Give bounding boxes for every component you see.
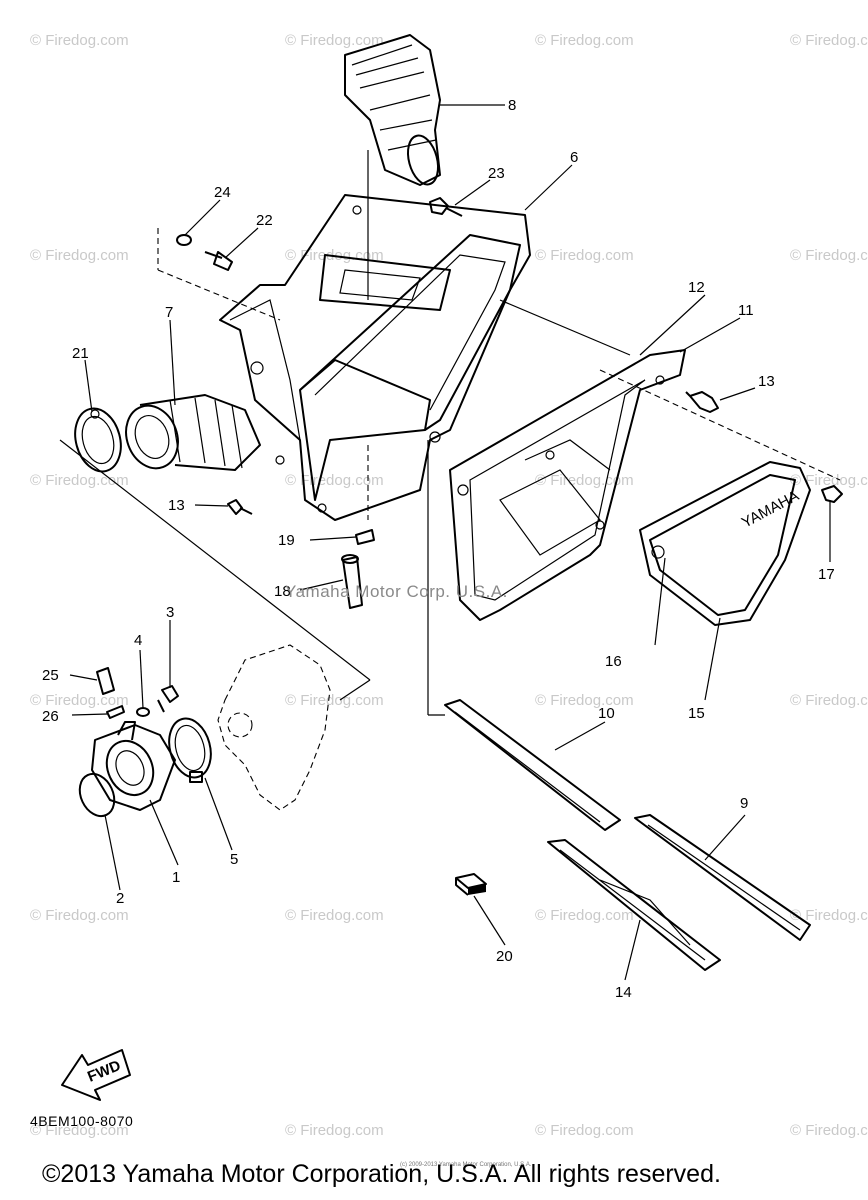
callout-12: 12: [688, 279, 705, 296]
watermark-text: © Firedog.com: [535, 692, 634, 709]
callout-4: 4: [134, 632, 142, 649]
part-9-filter-element: [634, 814, 811, 941]
part-7-intake-joint: [125, 394, 261, 471]
center-watermark: Yamaha Motor Corp. U.S.A.: [285, 582, 508, 601]
watermark-text: © Firedog.com: [30, 32, 129, 49]
part-5-clamp: [168, 717, 212, 783]
carburetor-outline: [217, 644, 331, 811]
callout-22: 22: [256, 212, 273, 229]
fwd-arrow-icon: FWD: [61, 1049, 131, 1101]
watermark-text: © Firedog.com: [285, 907, 384, 924]
callout-11: 11: [738, 302, 754, 319]
watermark-text: © Firedog.com: [30, 472, 129, 489]
part-12-element-frame: [449, 349, 686, 621]
part-20-sponge: [455, 873, 487, 896]
watermark-text: © Firedog.com: [790, 472, 868, 489]
part-16-side-cover: YAMAHA: [639, 461, 811, 626]
part-21-clamp: [74, 407, 122, 473]
watermark-text: © Firedog.com: [535, 472, 634, 489]
part-6-air-box: [219, 194, 531, 521]
callout-7: 7: [165, 304, 173, 321]
callout-labels: 1 2 3 4 5 6 7 8 9 10 11 12 13 13 14 15 1…: [42, 97, 835, 1001]
watermark-text: © Firedog.com: [790, 247, 868, 264]
callout-15: 15: [688, 705, 705, 722]
part-8-intake-duct: [344, 34, 441, 186]
watermark-text: © Firedog.com: [535, 907, 634, 924]
part-14-filter-element: [547, 839, 721, 971]
callout-24: 24: [214, 184, 231, 201]
part-1-carburetor-joint: [91, 721, 176, 811]
watermark-text: © Firedog.com: [30, 247, 129, 264]
callout-5: 5: [230, 851, 238, 868]
callout-13-right: 13: [758, 373, 775, 390]
callout-18: 18: [274, 583, 291, 600]
callout-13-left: 13: [168, 497, 185, 514]
micro-note: (c) 2009-2013 Yamaha Motor Corporation, …: [400, 1162, 532, 1168]
callout-8: 8: [508, 97, 516, 114]
watermark-text: © Firedog.com: [535, 247, 634, 264]
watermark-text: © Firedog.com: [285, 472, 384, 489]
callout-21: 21: [72, 345, 89, 362]
callout-6: 6: [570, 149, 578, 166]
watermark-text: © Firedog.com: [285, 692, 384, 709]
callout-2: 2: [116, 890, 124, 907]
callout-3: 3: [166, 604, 174, 621]
watermark-text: © Firedog.com: [285, 32, 384, 49]
fwd-label: FWD: [85, 1057, 123, 1086]
watermark-text: © Firedog.com: [790, 1122, 868, 1139]
watermark-text: © Firedog.com: [30, 692, 129, 709]
hardware: [96, 197, 843, 719]
callout-10: 10: [598, 705, 615, 722]
watermark-text: © Firedog.com: [535, 32, 634, 49]
guide-lines: [59, 150, 841, 716]
watermark-text: © Firedog.com: [30, 907, 129, 924]
callout-23: 23: [488, 165, 505, 182]
copyright-notice: ©2013 Yamaha Motor Corporation, U.S.A. A…: [42, 1160, 721, 1188]
callout-9: 9: [740, 795, 748, 812]
part-2-o-ring: [78, 772, 116, 818]
cover-brand-text: YAMAHA: [739, 487, 802, 531]
watermark-text: © Firedog.com: [790, 32, 868, 49]
watermark-text: © Firedog.com: [790, 692, 868, 709]
callout-16: 16: [605, 653, 622, 670]
watermark-text: © Firedog.com: [285, 1122, 384, 1139]
callout-20: 20: [496, 948, 513, 965]
callout-1: 1: [172, 869, 180, 886]
callout-17: 17: [818, 566, 835, 583]
callout-26: 26: [42, 708, 59, 725]
callout-14: 14: [615, 984, 632, 1001]
watermark-layer: © Firedog.com © Firedog.com © Firedog.com ©…: [30, 32, 868, 1139]
watermark-text: © Firedog.com: [790, 907, 868, 924]
diagram-code: 4BEM100-8070: [30, 1113, 134, 1129]
part-10-filter-element: [444, 699, 621, 831]
callout-25: 25: [42, 667, 59, 684]
callout-19: 19: [278, 532, 295, 549]
leader-lines: [69, 104, 831, 981]
watermark-text: © Firedog.com: [535, 1122, 634, 1139]
watermark-text: © Firedog.com: [30, 1122, 129, 1139]
